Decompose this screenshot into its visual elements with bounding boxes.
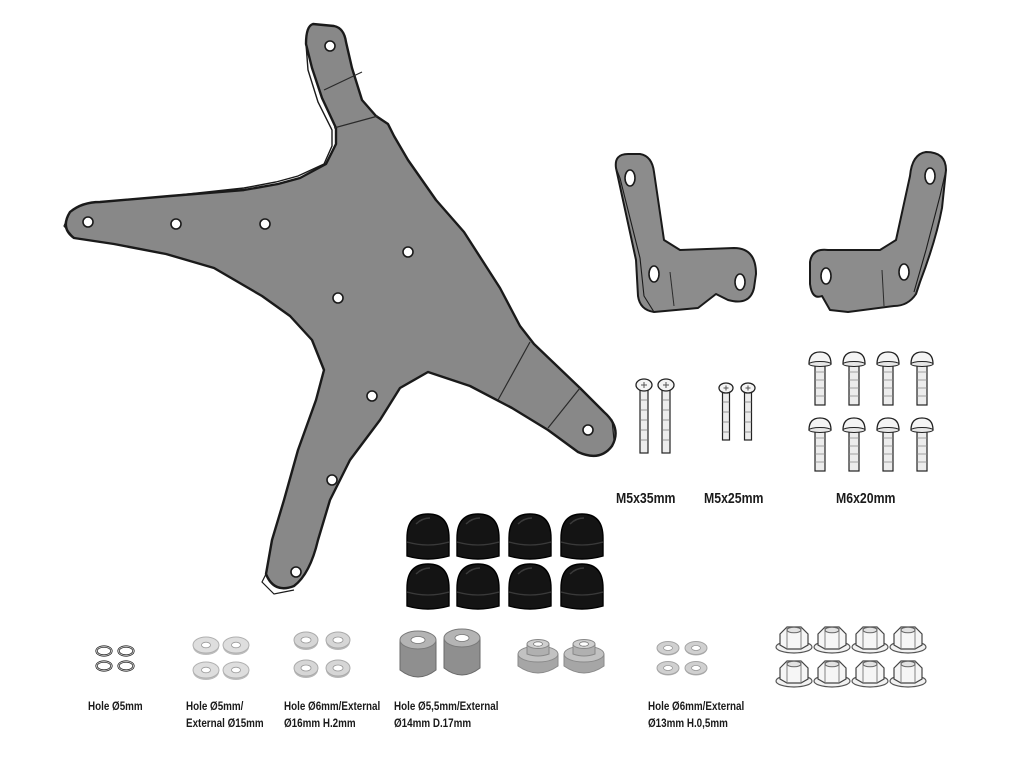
label-washer-5-15: Hole Ø5mm/ External Ø15mm xyxy=(186,698,264,732)
main-mounting-plate xyxy=(63,22,617,595)
label-washer-5-15-line2: External Ø15mm xyxy=(186,716,264,730)
label-washer-5-15-line1: Hole Ø5mm/ xyxy=(186,699,244,713)
label-washer-6-16-line1: Hole Ø6mm/External xyxy=(284,699,381,713)
bolts-m5x35 xyxy=(635,378,675,454)
label-washer-6-13-line1: Hole Ø6mm/External xyxy=(648,699,745,713)
label-bolt-m6x20: M6x20mm xyxy=(836,490,896,507)
washers-6mm-13mm xyxy=(656,641,708,676)
label-washer-6-16: Hole Ø6mm/External Ø16mm H.2mm xyxy=(284,698,380,732)
spacers-5-5mm-14mm xyxy=(399,628,481,678)
left-side-bracket xyxy=(614,153,757,313)
washers-5mm-15mm xyxy=(192,636,250,681)
washers-6mm-16mm xyxy=(293,631,351,679)
label-washer-6-13-line2: Ø13mm H.0,5mm xyxy=(648,716,728,730)
right-side-bracket xyxy=(809,151,947,313)
label-spacer-line2: Ø14mm D.17mm xyxy=(394,716,472,730)
label-lock-washer: Hole Ø5mm xyxy=(88,699,143,713)
label-washer-6-13: Hole Ø6mm/External Ø13mm H.0,5mm xyxy=(648,698,744,732)
flange-nuts xyxy=(775,626,927,688)
bolts-m5x25 xyxy=(718,382,756,441)
label-bolt-m5x35: M5x35mm xyxy=(616,490,676,507)
bolts-m6x20 xyxy=(808,351,934,472)
label-washer-6-16-line2: Ø16mm H.2mm xyxy=(284,716,356,730)
black-cap-nuts xyxy=(406,513,604,610)
label-spacer: Hole Ø5,5mm/External Ø14mm D.17mm xyxy=(394,698,498,732)
stepped-bushings xyxy=(517,639,605,674)
label-spacer-line1: Hole Ø5,5mm/External xyxy=(394,699,499,713)
label-bolt-m5x25: M5x25mm xyxy=(704,490,764,507)
lock-washers xyxy=(95,645,135,672)
